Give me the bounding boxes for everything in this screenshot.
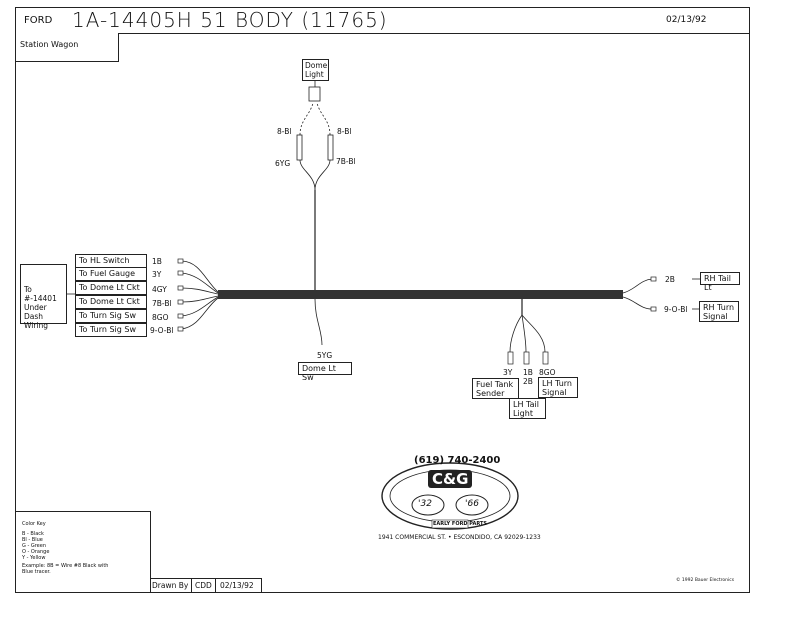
color-key-entry: G - Green bbox=[22, 543, 46, 549]
rh-tail-lt-box: RH Tail Lt bbox=[700, 272, 740, 292]
wire-code: 9-O-Bl bbox=[664, 305, 688, 314]
wire-lh-turn bbox=[521, 314, 546, 353]
wire-code: 8-Bl bbox=[277, 127, 292, 136]
dome-switch-wire bbox=[314, 298, 323, 346]
drawing-sheet: FORD 1A-14405H 51 BODY (11765) 02/13/92 … bbox=[15, 7, 750, 593]
wire-rh-turn bbox=[622, 296, 653, 310]
wire-hl-switch bbox=[181, 260, 219, 293]
wire-code: 8-Bl bbox=[337, 127, 352, 136]
logo-year-right: '66 bbox=[465, 499, 479, 509]
fuel-tank-sender-box: Fuel Tank Sender bbox=[472, 378, 519, 399]
connector-fuel-gauge: To Fuel Gauge bbox=[75, 267, 147, 281]
wire-fuel-sender bbox=[509, 314, 523, 353]
drawn-by-date: 02/13/92 bbox=[220, 581, 254, 590]
wire-code: 1B bbox=[523, 368, 533, 377]
under-dash-source-box: To #-14401 Under Dash Wiring bbox=[20, 264, 67, 330]
connector-dome-lt-ckt-1: To Dome Lt Ckt bbox=[75, 281, 147, 295]
wire-turn-sig-1 bbox=[181, 296, 219, 317]
page-title: 1A-14405H 51 BODY (11765) bbox=[72, 8, 388, 32]
wire-dome-ckt-1 bbox=[181, 287, 219, 295]
logo-year-left: '32 bbox=[418, 499, 432, 509]
connector-dome-lt-ckt-2: To Dome Lt Ckt bbox=[75, 295, 147, 309]
color-key-entry: Bl - Blue bbox=[22, 537, 43, 543]
drawn-by-label: Drawn By bbox=[152, 581, 189, 590]
color-key-entry: Y - Yellow bbox=[22, 555, 46, 561]
title-block: FORD 1A-14405H 51 BODY (11765) 02/13/92 bbox=[16, 8, 749, 34]
logo-tagline: EARLY FORD PARTS bbox=[433, 521, 488, 527]
company-logo bbox=[381, 462, 519, 530]
wire-code: 5YG bbox=[317, 351, 333, 360]
header-date: 02/13/92 bbox=[666, 15, 707, 25]
wire-code: 7B-Bl bbox=[336, 157, 356, 166]
wire-code: 4GY bbox=[152, 285, 167, 294]
wire-turn-sig-2 bbox=[181, 297, 219, 330]
wire-code: 2B bbox=[523, 377, 533, 386]
color-key: Color Key B - Black Bl - Blue G - Green … bbox=[15, 511, 151, 593]
dome-light-box: Dome Light bbox=[302, 59, 329, 81]
drawn-by-initials: CDD bbox=[195, 581, 212, 590]
drawn-by-block: Drawn By CDD 02/13/92 bbox=[150, 578, 262, 593]
wire-code: 6YG bbox=[275, 159, 291, 168]
wire-lh-tail bbox=[521, 314, 527, 353]
color-key-entry: B - Black bbox=[22, 531, 44, 537]
color-key-entry: O - Orange bbox=[22, 549, 50, 555]
rh-turn-signal-box: RH Turn Signal bbox=[699, 301, 739, 322]
wire-code: 3Y bbox=[503, 368, 513, 377]
logo-name: C&G bbox=[432, 470, 469, 488]
lh-tail-light-box: LH Tail Light bbox=[509, 398, 546, 419]
wire-code: 8GO bbox=[152, 313, 169, 322]
wire-code: 1B bbox=[152, 257, 162, 266]
connector-turn-sig-sw-2: To Turn Sig Sw bbox=[75, 323, 147, 337]
wire-rh-tail bbox=[622, 278, 653, 294]
color-key-example: Example: 8B = Wire #8 Black with Blue tr… bbox=[22, 563, 109, 575]
logo-phone: (619) 740-2400 bbox=[414, 455, 501, 466]
color-key-title: Color Key bbox=[22, 521, 46, 527]
wire-code: 8GO bbox=[539, 368, 556, 377]
logo-address: 1941 COMMERCIAL ST. • ESCONDIDO, CA 9202… bbox=[378, 534, 541, 541]
wire-fuel-gauge bbox=[181, 272, 219, 294]
left-terminals bbox=[177, 258, 184, 332]
connector-hl-switch: To HL Switch bbox=[75, 254, 147, 268]
dome-lt-sw-box: Dome Lt Sw bbox=[298, 362, 352, 382]
lh-turn-signal-box: LH Turn Signal bbox=[538, 377, 578, 398]
make-label: FORD bbox=[24, 15, 53, 26]
main-harness bbox=[218, 290, 623, 299]
dome-connector-right bbox=[327, 134, 334, 161]
wire-code: 7B-Bl bbox=[152, 299, 172, 308]
wire-code: 9-O-Bl bbox=[150, 326, 174, 335]
copyright: © 1992 Bauer Electronics bbox=[676, 578, 735, 583]
connector-turn-sig-sw-1: To Turn Sig Sw bbox=[75, 309, 147, 323]
dome-connector-left bbox=[296, 134, 303, 161]
model-tab: Station Wagon bbox=[15, 33, 119, 62]
wire-dome-ckt-2 bbox=[181, 295, 219, 303]
wire-code: 2B bbox=[665, 275, 675, 284]
dome-light-socket bbox=[308, 86, 321, 102]
wire-code: 3Y bbox=[152, 270, 162, 279]
